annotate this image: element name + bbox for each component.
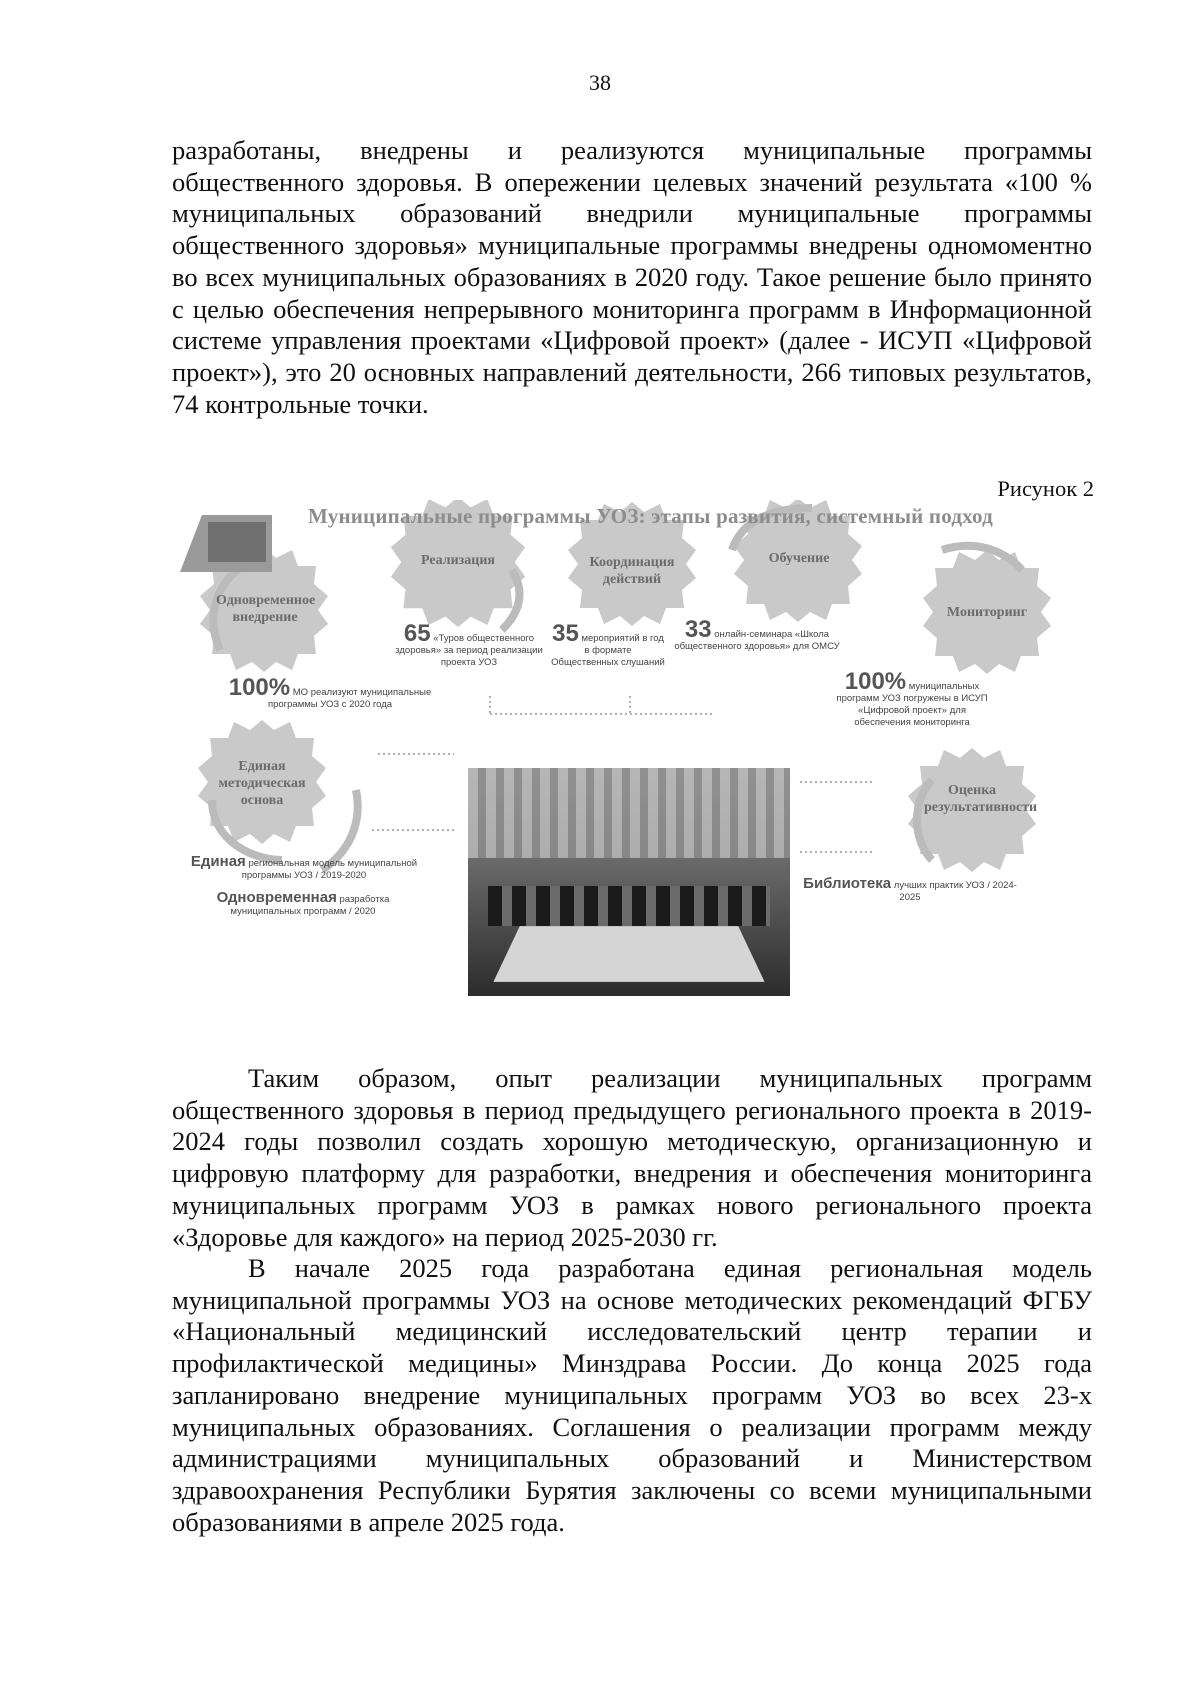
stat-webinars-text: онлайн-семинара «Школа общественного здо… xyxy=(674,629,840,652)
figure: Муниципальные программы УОЗ: этапы разви… xyxy=(172,500,1092,1010)
stat-events-number: 35 xyxy=(552,620,579,647)
arrow-curve-4 xyxy=(940,541,1025,573)
paragraph-2: Таким образом, опыт реализации муниципал… xyxy=(172,1063,1092,1252)
stat-library-text: лучших практик УОЗ / 2024-2025 xyxy=(893,880,1017,903)
stat-unified-text: региональная модель муниципальной програ… xyxy=(241,858,418,881)
meeting-photo xyxy=(468,768,790,996)
figure-graphics xyxy=(180,500,1051,874)
stat-unified-lead: Единая xyxy=(190,853,246,870)
gear-label-realization: Реализация xyxy=(421,553,495,568)
stat-isup: 100% муниципальных программ УОЗ погружен… xyxy=(832,670,992,729)
stat-library-lead: Библиотека xyxy=(803,875,892,892)
gear-label-coordination: Координация действий xyxy=(589,555,675,587)
stat-events: 35 мероприятий в год в формате Обществен… xyxy=(550,622,666,669)
stat-library: Библиотека лучших практик УОЗ / 2024-202… xyxy=(800,875,1020,904)
stat-simultaneous-text: разработка муниципальных программ / 2020 xyxy=(230,894,390,917)
arrow-curve-2 xyxy=(499,567,524,633)
stat-mo-text: МО реализуют муниципальные программы УОЗ… xyxy=(267,687,432,710)
logo-shape xyxy=(180,515,272,572)
stat-tours: 65 «Туров общественного здоровья» за пер… xyxy=(394,622,544,669)
gear-label-simultaneous: Одновременное внедрение xyxy=(216,593,316,625)
photo-curtain xyxy=(468,768,790,858)
stat-simultaneous-lead: Одновременная xyxy=(216,889,337,906)
stat-events-text: мероприятий в год в формате Общественных… xyxy=(551,633,665,668)
fig-title: Муниципальные программы УОЗ: этапы разви… xyxy=(308,504,993,528)
paragraph-1: разработаны, внедрены и реализуются муни… xyxy=(172,135,1092,419)
stat-mo-number: 100% xyxy=(228,674,291,701)
stat-isup-number: 100% xyxy=(844,668,907,695)
arrow-curve-3 xyxy=(728,504,813,552)
stat-tours-text: «Туров общественного здоровья» за период… xyxy=(395,633,543,668)
arrow-curve-5 xyxy=(208,799,283,864)
gear-label-monitoring: Мониторинг xyxy=(946,605,1028,620)
stat-tours-number: 65 xyxy=(403,620,431,647)
page-number: 38 xyxy=(589,70,611,95)
stat-isup-text: муниципальных программ УОЗ погружены в И… xyxy=(836,681,988,728)
figure-caption: Рисунок 2 xyxy=(997,476,1094,501)
photo-people xyxy=(488,886,770,926)
paragraph-3: В начале 2025 года разработана единая ре… xyxy=(172,1253,1092,1537)
gear-label-evaluation: Оценка результативности xyxy=(924,783,1038,815)
arrow-curve-6 xyxy=(319,789,362,874)
arrow-curve-7 xyxy=(913,777,936,863)
stat-unified: Единая региональная модель муниципальной… xyxy=(184,853,424,882)
stat-webinars-number: 33 xyxy=(684,616,712,643)
gear-label-methodology: Единая методическая основа xyxy=(218,759,306,808)
stat-webinars: 33 онлайн-семинара «Школа общественного … xyxy=(672,618,842,653)
stat-mo: 100% МО реализуют муниципальные программ… xyxy=(212,676,448,711)
gear-label-training: Обучение xyxy=(768,551,830,566)
stat-simultaneous: Одновременная разработка муниципальных п… xyxy=(198,889,408,918)
photo-table xyxy=(493,926,765,982)
